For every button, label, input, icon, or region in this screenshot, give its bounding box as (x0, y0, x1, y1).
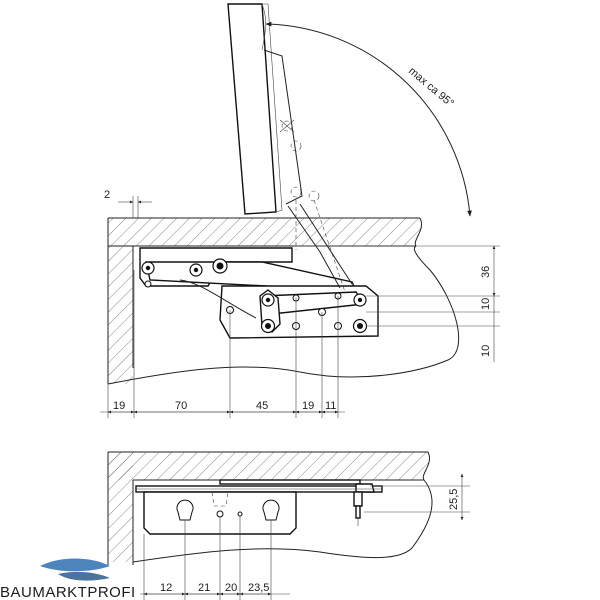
dim-lower-bottom-2: 20 (225, 582, 237, 594)
logo-text: BAUMARKTPROFI (0, 584, 136, 600)
keyhole-left-icon (176, 499, 194, 521)
cabinet-top-panel (108, 217, 423, 247)
dim-top-offset: 2 (104, 189, 152, 218)
opening-angle-arc (265, 21, 472, 217)
top-view-bottom-dimensions: 19 70 45 19 11 (100, 400, 345, 414)
dim-right-1: 10 (480, 298, 492, 310)
cabinet-side-wall-lower (107, 452, 134, 565)
dim-right-2: 10 (480, 345, 492, 357)
cabinet-side-wall (107, 218, 134, 384)
panel-break-line-lower (132, 479, 433, 563)
reference-lines-lower (143, 485, 470, 600)
panel-break-line (107, 245, 460, 385)
bottom-view-right-dimension: 25,5 (448, 473, 464, 521)
dim-bottom-1: 70 (175, 400, 187, 412)
cabinet-top-panel-lower (108, 451, 430, 481)
dim-bottom-2: 45 (256, 400, 268, 412)
dim-right-0: 36 (480, 266, 492, 278)
hinge-screw (353, 491, 363, 526)
logo-swoosh-icon (40, 558, 110, 572)
dim-lower-bottom-3: 23,5 (248, 582, 269, 594)
dim-lower-bottom-1: 21 (198, 582, 210, 594)
hinge-mechanism (139, 199, 379, 339)
opening-angle-label: max ca 95° (406, 65, 456, 110)
dim-bottom-4: 11 (325, 400, 336, 412)
keyhole-right-icon (262, 499, 280, 521)
dim-bottom-3: 19 (302, 400, 314, 412)
dim-top-0: 2 (104, 189, 110, 201)
baumarktprofi-logo: BAUMARKTPROFI (0, 558, 136, 600)
hinge-rail (135, 479, 383, 493)
open-door (227, 3, 320, 215)
bottom-view-bottom-dimensions: 12 21 20 23,5 (140, 582, 290, 596)
hinge-mounting-plate (143, 491, 297, 535)
dim-lower-right-0: 25,5 (448, 489, 460, 510)
dim-lower-bottom-0: 12 (160, 582, 172, 594)
reference-lines (107, 245, 500, 418)
top-view: max ca 95° 2 (100, 3, 500, 418)
top-view-right-dimensions: 36 10 10 (480, 245, 496, 362)
dim-bottom-0: 19 (113, 400, 125, 412)
bottom-view: 25,5 12 21 20 23,5 (107, 451, 470, 600)
